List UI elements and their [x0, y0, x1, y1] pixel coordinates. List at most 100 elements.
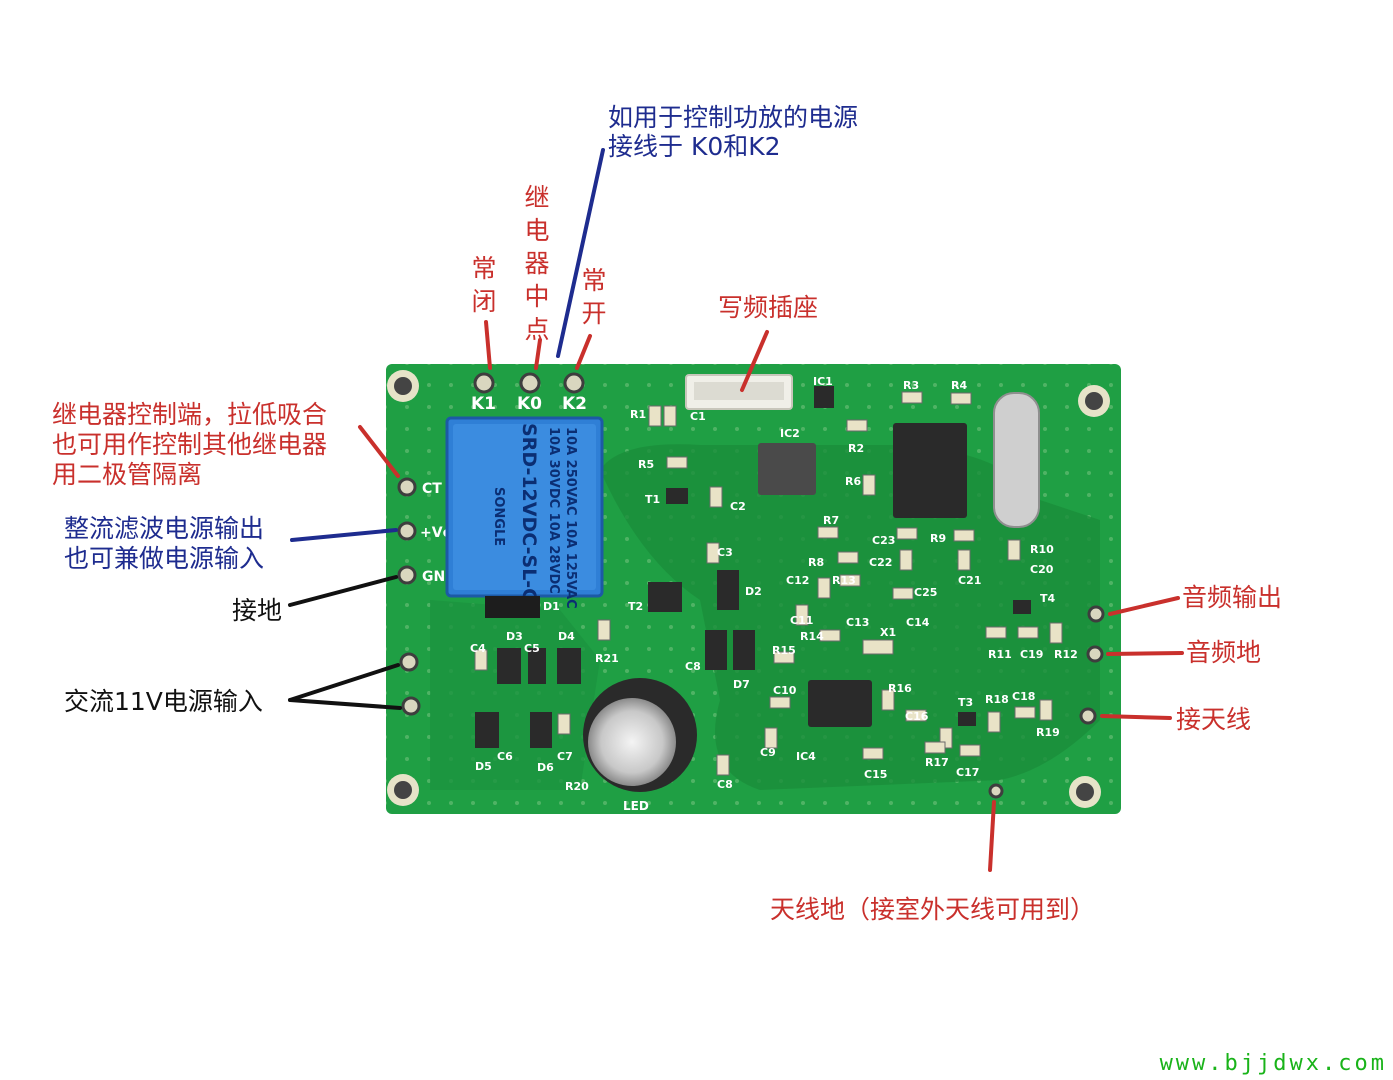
silk-label-c21: C21 [958, 574, 981, 587]
silk-label-c9: C9 [760, 746, 776, 759]
silk-label-d4: D4 [558, 630, 575, 643]
silk-label-r9: R9 [930, 532, 946, 545]
relay-control-note-line2: 也可用作控制其他继电器 [52, 430, 328, 459]
right-edge-pads [988, 605, 1105, 799]
silk-label-r14: R14 [800, 630, 824, 643]
pointer-lines [288, 148, 1184, 872]
relay-brand: SONGLE [491, 487, 506, 546]
antenna-label: 接天线 [1176, 705, 1252, 734]
silk-label-r7: R7 [823, 514, 839, 527]
trace-region [600, 444, 1100, 790]
relay-rating-2: 10A 30VDC 10A 28VDC [546, 427, 561, 594]
silk-label-d7: D7 [733, 678, 750, 691]
mounting-holes [387, 370, 1110, 808]
relay-middle-label: 继电器中点 [524, 183, 550, 344]
normally-open-label: 常开 [581, 266, 607, 328]
pin-ct-label: CT [422, 481, 442, 497]
pin-vc-label: +Vc [420, 525, 451, 541]
silk-label-d1: D1 [543, 600, 560, 613]
audio-ground-label: 音频地 [1186, 638, 1262, 667]
silk-label-d2: D2 [745, 585, 762, 598]
silk-label-r10: R10 [1030, 543, 1054, 556]
diode-d1 [485, 596, 540, 618]
integrated-circuits: IC1 IC2 IC4 [758, 375, 967, 763]
silk-label-r12: R12 [1054, 648, 1078, 661]
silk-label-r20: R20 [565, 780, 589, 793]
silk-label-t2: T2 [628, 600, 643, 613]
silk-label-r4: R4 [951, 379, 967, 392]
silk-label-c16: C16 [905, 710, 929, 723]
silk-label-c11: C11 [790, 614, 813, 627]
relay-component: 10A 250VAC 10A 125VAC 10A 30VDC 10A 28VD… [445, 416, 604, 609]
silk-label-c3: C3 [717, 546, 733, 559]
silk-label-c18: C18 [1012, 690, 1035, 703]
silk-label-t3: T3 [958, 696, 973, 709]
silk-label-r19: R19 [1036, 726, 1060, 739]
silk-label-r5: R5 [638, 458, 654, 471]
silk-label-r13: R13 [832, 574, 856, 587]
silk-label-c7: C7 [557, 750, 573, 763]
relay-control-note-line3: 用二极管隔离 [52, 460, 203, 489]
silk-label-t4: T4 [1040, 592, 1056, 605]
silk-label-c20: C20 [1030, 563, 1054, 576]
silk-label-c5: C5 [524, 642, 540, 655]
silk-label-r21: R21 [595, 652, 619, 665]
normally-closed-label: 常闭 [471, 254, 497, 316]
pin-k2-label: K2 [562, 394, 587, 414]
silk-label-c1: C1 [690, 410, 706, 423]
silk-label-c8: C8 [717, 778, 733, 791]
silk-label-c22: C22 [869, 556, 892, 569]
programming-socket [685, 374, 793, 410]
audio-output-label: 音频输出 [1182, 583, 1283, 612]
silk-label-c25: C25 [914, 586, 937, 599]
silk-label-c23: C23 [872, 534, 895, 547]
ic4-label: IC4 [796, 750, 816, 763]
rectified-output-note-line2: 也可兼做电源输入 [64, 544, 265, 573]
program-socket-label: 写频插座 [718, 293, 819, 322]
silk-label-t1: T1 [645, 493, 660, 506]
silk-label-r11: R11 [988, 648, 1012, 661]
ac-input-label: 交流11V电源输入 [64, 687, 263, 716]
ground-label: 接地 [232, 596, 283, 625]
silk-label-c4: C4 [470, 642, 486, 655]
silk-label-r18: R18 [985, 693, 1009, 706]
smd-parts [474, 391, 1063, 776]
silk-label-x1: X1 [880, 626, 896, 639]
silk-label-c19: C19 [1020, 648, 1043, 661]
silk-label-c12: C12 [786, 574, 809, 587]
antenna-ground-label: 天线地（接室外天线可用到） [770, 895, 1096, 924]
ic2-label: IC2 [780, 427, 800, 440]
silk-label-c15: C15 [864, 768, 887, 781]
silk-label-c2: C2 [730, 500, 746, 513]
silk-label-d3: D3 [506, 630, 523, 643]
amp-power-note-line1: 如用于控制功放的电源 [608, 103, 859, 132]
left-edge-pins: CT +Vc GND [397, 477, 457, 716]
relay-model: SRD-12VDC-SL-C [518, 423, 540, 602]
silk-label-c17: C17 [956, 766, 979, 779]
diode-cluster [475, 570, 755, 748]
led-label: LED [623, 799, 649, 813]
site-watermark: www.bjjdwx.com [1159, 1051, 1387, 1076]
rectified-output-note-line1: 整流滤波电源输出 [64, 514, 265, 543]
relay-output-pins: K1 K0 K2 [471, 372, 587, 414]
electrolytic-capacitor: LED [583, 678, 697, 813]
silk-label-r17: R17 [925, 756, 949, 769]
pin-k0-label: K0 [517, 394, 542, 414]
silk-label-r2: R2 [848, 442, 864, 455]
silk-label-c13: C13 [846, 616, 869, 629]
silk-label-r6: R6 [845, 475, 861, 488]
crystal-oscillator [993, 392, 1040, 528]
silk-label-r3: R3 [903, 379, 919, 392]
transistors [648, 488, 1031, 726]
relay-control-note-line1: 继电器控制端，拉低吸合 [52, 400, 328, 429]
silk-label-c10: C10 [773, 684, 797, 697]
silk-label-d5: D5 [475, 760, 492, 773]
silk-label-c8b: C8 [685, 660, 701, 673]
silk-label-c6: C6 [497, 750, 513, 763]
pin-k1-label: K1 [471, 394, 496, 414]
silk-label-c14: C14 [906, 616, 930, 629]
silk-label-r1: R1 [630, 408, 646, 421]
